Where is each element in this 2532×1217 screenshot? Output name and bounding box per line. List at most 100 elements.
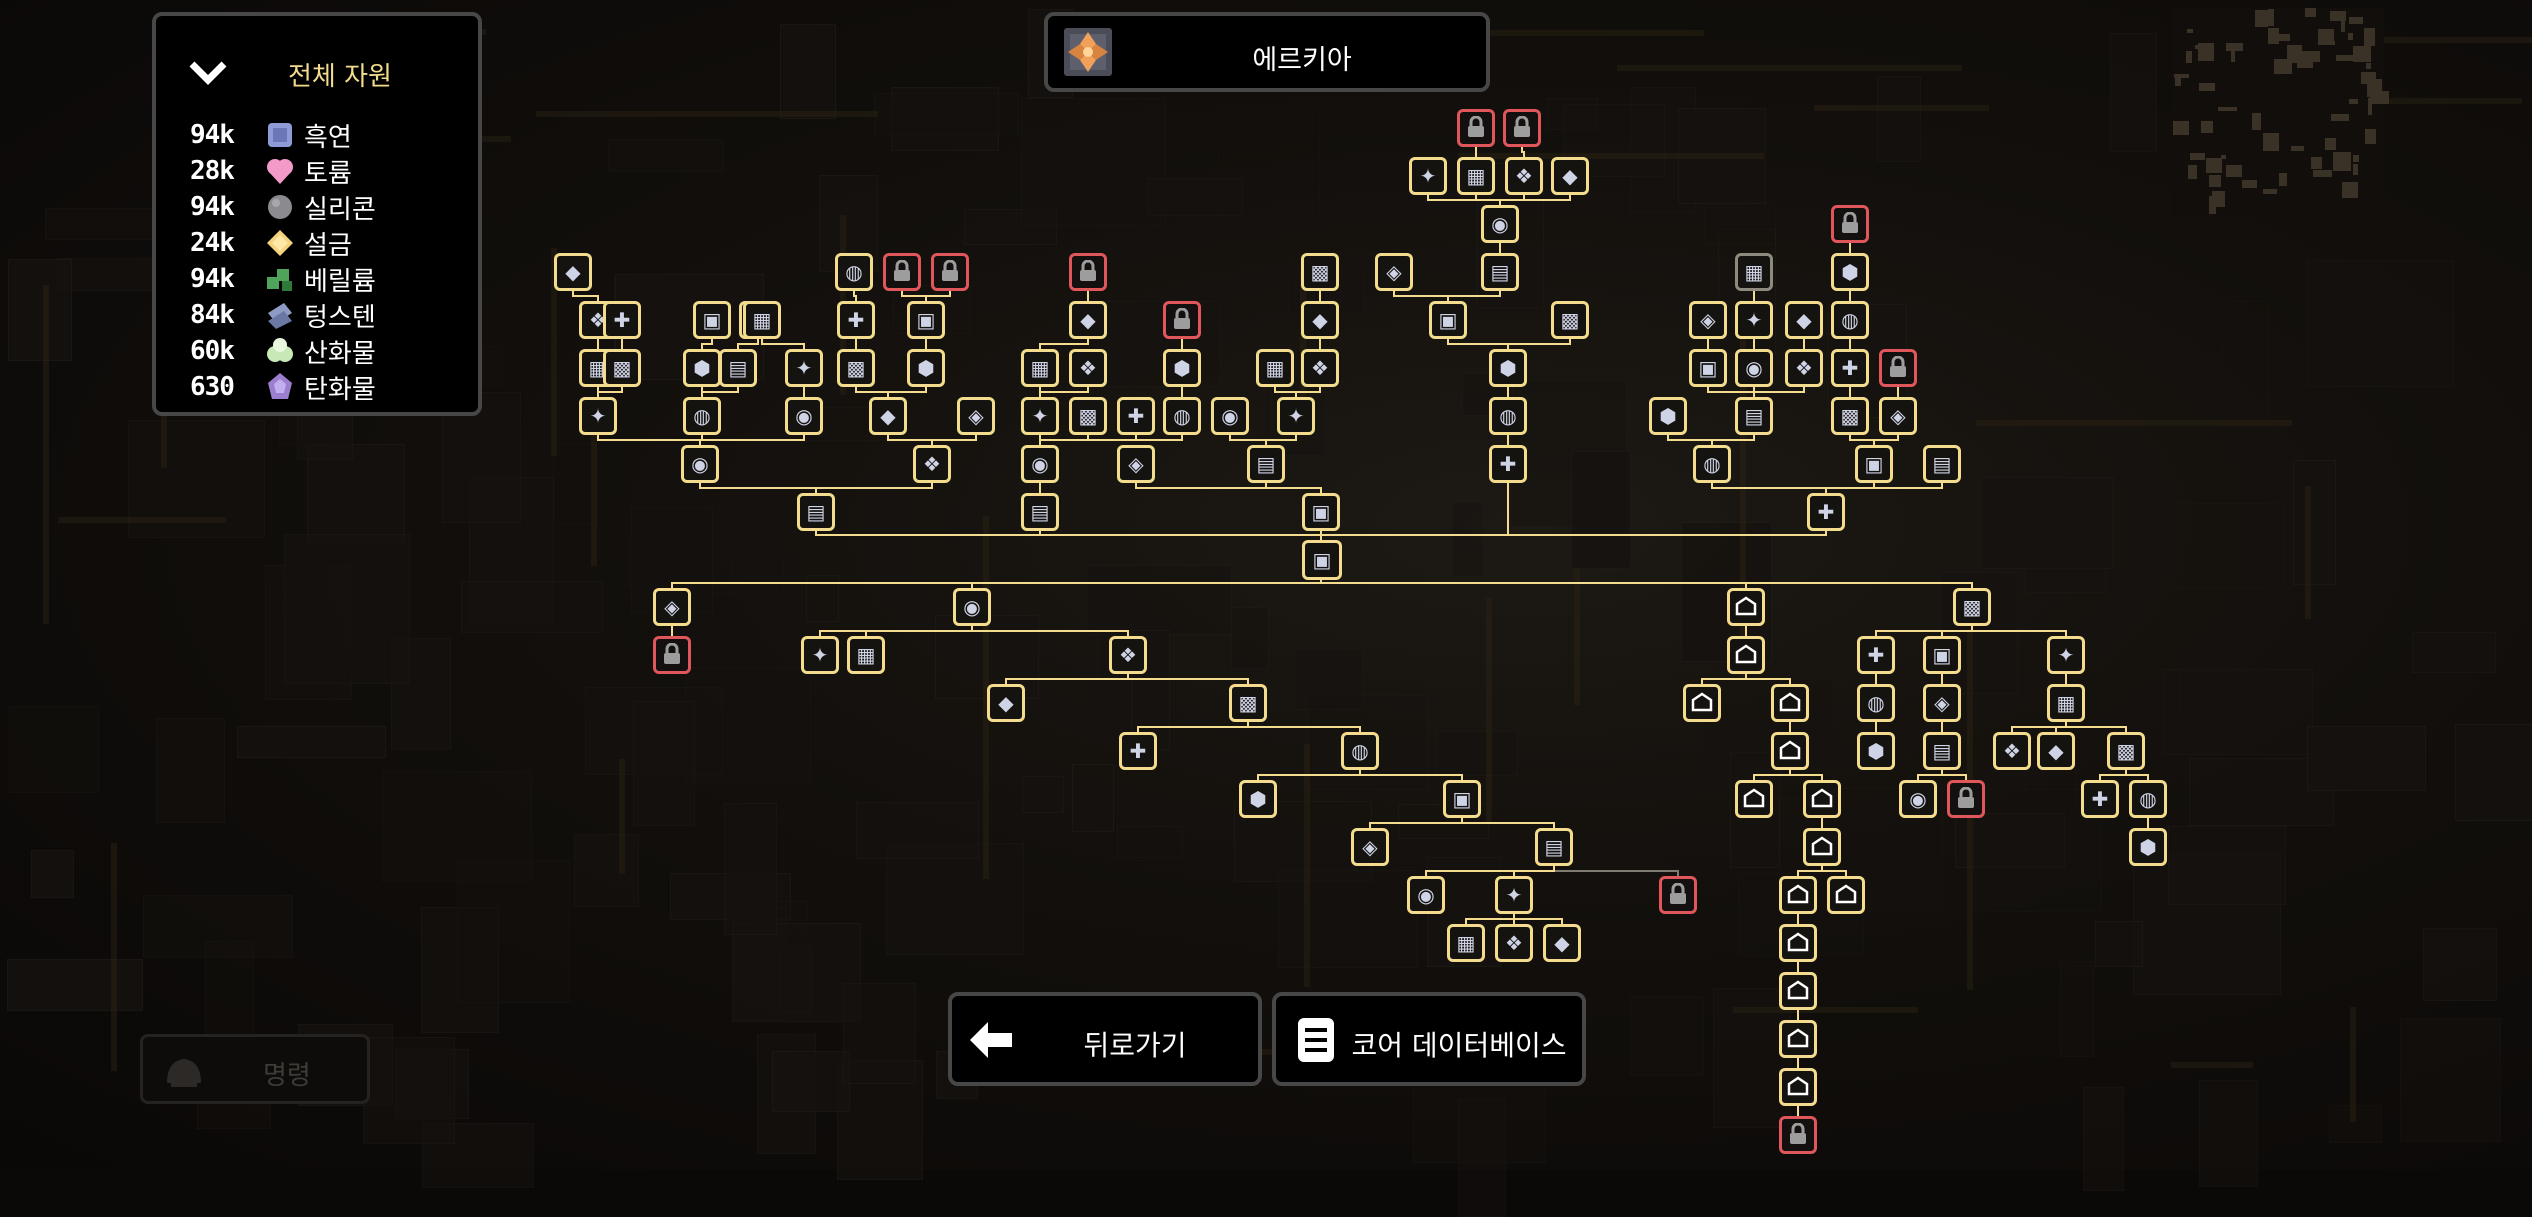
tech-node[interactable]: ▩ <box>1953 588 1991 626</box>
tech-node[interactable]: ✚ <box>1807 493 1845 531</box>
tech-node[interactable]: ◍ <box>2129 780 2167 818</box>
tech-node[interactable]: ◍ <box>1831 301 1869 339</box>
tech-node[interactable]: ✦ <box>1495 876 1533 914</box>
tech-node[interactable]: ❖ <box>1495 924 1533 962</box>
tech-node[interactable] <box>1727 636 1765 674</box>
tech-node[interactable]: ◉ <box>1481 205 1519 243</box>
tech-node[interactable]: ▤ <box>1481 253 1519 291</box>
tech-node[interactable] <box>1779 1068 1817 1106</box>
tech-node[interactable]: ✚ <box>603 301 641 339</box>
tech-node[interactable]: ✦ <box>2047 636 2085 674</box>
tech-node-locked[interactable] <box>1163 301 1201 339</box>
tech-node[interactable]: ✦ <box>1409 157 1447 195</box>
tech-node[interactable] <box>1779 972 1817 1010</box>
tech-node[interactable]: ▣ <box>1689 349 1727 387</box>
tech-node[interactable]: ◆ <box>1301 301 1339 339</box>
tech-node[interactable]: ◆ <box>1069 301 1107 339</box>
tech-node[interactable] <box>1771 684 1809 722</box>
tech-node-locked[interactable] <box>1503 109 1541 147</box>
tech-node[interactable]: ▦ <box>1256 349 1294 387</box>
tech-node[interactable]: ▤ <box>719 349 757 387</box>
tech-node[interactable]: ◈ <box>1351 828 1389 866</box>
minimap[interactable] <box>2172 8 2389 216</box>
tech-node[interactable]: ▣ <box>1923 636 1961 674</box>
tech-node[interactable]: ✦ <box>785 349 823 387</box>
tech-node[interactable]: ◆ <box>1543 924 1581 962</box>
tech-node[interactable]: ✚ <box>1857 636 1895 674</box>
tech-node[interactable]: ▩ <box>1301 253 1339 291</box>
tech-node-locked[interactable] <box>1947 780 1985 818</box>
tech-node[interactable]: ◆ <box>869 397 907 435</box>
tech-node[interactable]: ▦ <box>1457 157 1495 195</box>
tech-node[interactable]: ◉ <box>785 397 823 435</box>
tech-node[interactable] <box>1779 924 1817 962</box>
tech-node[interactable]: ◉ <box>681 445 719 483</box>
tech-node-locked[interactable] <box>1457 109 1495 147</box>
tech-node[interactable] <box>1683 684 1721 722</box>
tech-node[interactable]: ▣ <box>1429 301 1467 339</box>
tech-node[interactable]: ✚ <box>1117 397 1155 435</box>
tech-node[interactable]: ▤ <box>1923 445 1961 483</box>
tech-node[interactable]: ✦ <box>579 397 617 435</box>
tech-node[interactable]: ⬢ <box>1649 397 1687 435</box>
tech-node[interactable]: ▦ <box>1447 924 1485 962</box>
tech-node[interactable]: ◆ <box>987 684 1025 722</box>
tech-node[interactable]: ◈ <box>1117 445 1155 483</box>
tech-node-locked[interactable] <box>1659 876 1697 914</box>
core-database-button[interactable]: 코어 데이터베이스 <box>1272 992 1586 1086</box>
tech-node[interactable]: ✚ <box>2081 780 2119 818</box>
tech-node[interactable] <box>1735 780 1773 818</box>
tech-node[interactable]: ◈ <box>1689 301 1727 339</box>
tech-node-locked[interactable] <box>1831 205 1869 243</box>
tech-node[interactable]: ▩ <box>2107 732 2145 770</box>
tech-node[interactable]: ▩ <box>837 349 875 387</box>
tech-node[interactable]: ✦ <box>1277 397 1315 435</box>
tech-node-locked[interactable] <box>1879 349 1917 387</box>
tech-node[interactable]: ◈ <box>1923 684 1961 722</box>
tech-node-locked[interactable] <box>1069 253 1107 291</box>
command-button[interactable]: 명령 <box>140 1034 370 1104</box>
tech-node[interactable]: ▣ <box>1443 780 1481 818</box>
tech-node[interactable]: ▤ <box>1247 445 1285 483</box>
tech-node[interactable]: ⬢ <box>2129 828 2167 866</box>
tech-node[interactable] <box>1779 1020 1817 1058</box>
tech-node[interactable]: ❖ <box>1301 349 1339 387</box>
tech-node[interactable]: ◉ <box>1735 349 1773 387</box>
tech-node[interactable]: ▤ <box>1923 732 1961 770</box>
tech-node[interactable]: ▣ <box>907 301 945 339</box>
tech-node-locked[interactable] <box>653 636 691 674</box>
tech-node[interactable]: ◆ <box>2037 732 2075 770</box>
tech-node[interactable]: ▤ <box>1535 828 1573 866</box>
tech-node[interactable]: ▣ <box>1855 445 1893 483</box>
tech-node[interactable]: ▦ <box>743 301 781 339</box>
tech-node[interactable]: ◍ <box>683 397 721 435</box>
tech-node[interactable]: ▦ <box>1735 253 1773 291</box>
tech-node[interactable]: ◈ <box>1879 397 1917 435</box>
tech-node[interactable]: ⬢ <box>1857 732 1895 770</box>
tech-node[interactable]: ▣ <box>693 301 731 339</box>
tech-node[interactable]: ▩ <box>1069 397 1107 435</box>
tech-node[interactable]: ⬢ <box>1163 349 1201 387</box>
tech-node[interactable]: ◉ <box>1899 780 1937 818</box>
tech-node[interactable]: ▣ <box>1302 493 1340 531</box>
tech-node[interactable]: ◈ <box>653 588 691 626</box>
tech-node[interactable]: ▣ <box>1302 540 1342 580</box>
back-button[interactable]: 뒤로가기 <box>948 992 1262 1086</box>
tech-node[interactable]: ⬢ <box>1831 253 1869 291</box>
tech-node[interactable]: ◉ <box>1407 876 1445 914</box>
tech-node[interactable]: ▤ <box>1735 397 1773 435</box>
tech-node[interactable] <box>1803 780 1841 818</box>
tech-node[interactable]: ◍ <box>1857 684 1895 722</box>
tech-node[interactable]: ◉ <box>1021 445 1059 483</box>
tech-node[interactable]: ◍ <box>1489 397 1527 435</box>
tech-node-locked[interactable] <box>883 253 921 291</box>
tech-node[interactable]: ◉ <box>1211 397 1249 435</box>
tech-node[interactable]: ✦ <box>801 636 839 674</box>
tech-node[interactable]: ✦ <box>1021 397 1059 435</box>
tech-node[interactable]: ✚ <box>1489 445 1527 483</box>
tech-node[interactable]: ◉ <box>953 588 991 626</box>
tech-node[interactable]: ◍ <box>1693 445 1731 483</box>
tech-node[interactable]: ◍ <box>1341 732 1379 770</box>
tech-node[interactable]: ❖ <box>1069 349 1107 387</box>
tech-node[interactable]: ◍ <box>1163 397 1201 435</box>
